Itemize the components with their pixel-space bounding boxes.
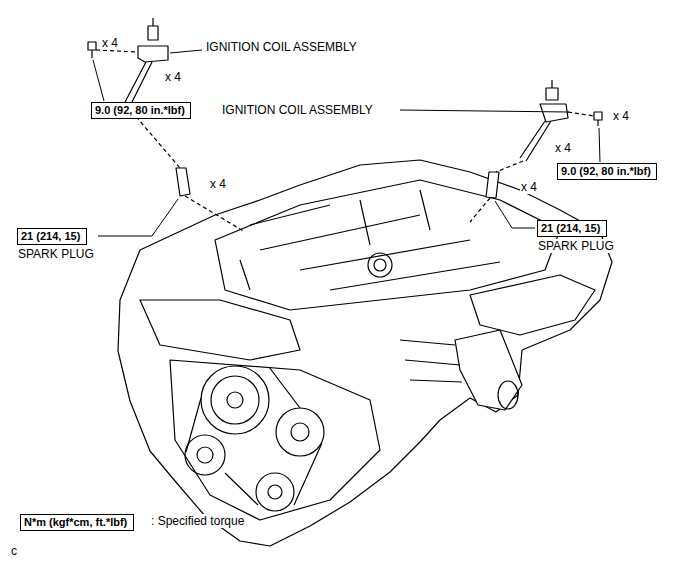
cam-cover-right xyxy=(470,275,595,335)
torque-box: 9.0 (92, 80 in.*lbf) xyxy=(91,102,191,119)
torque-box: 21 (214, 15) xyxy=(17,228,87,245)
torque-value: 21 (214, 15) xyxy=(21,230,83,243)
ignition-coil xyxy=(124,62,152,106)
spark-plug xyxy=(176,168,190,196)
exhaust-manifold xyxy=(400,340,462,382)
torque-value: 9.0 (92, 80 in.*lbf) xyxy=(561,165,653,178)
torque-value: 9.0 (92, 80 in.*lbf) xyxy=(95,104,187,117)
converter-end xyxy=(498,381,518,409)
pulley xyxy=(268,485,282,499)
part-name: IGNITION COIL ASSEMBLY xyxy=(205,40,358,54)
center-line xyxy=(96,50,245,232)
ignition-coil xyxy=(138,46,168,62)
spark-plug xyxy=(486,172,499,198)
leader-line xyxy=(93,50,600,236)
pulley xyxy=(276,408,324,456)
drive-belt xyxy=(186,367,322,505)
part-name: IGNITION COIL ASSEMBLY xyxy=(221,103,374,117)
torque-value: 21 (214, 15) xyxy=(541,222,603,235)
figure-code: c xyxy=(10,544,18,558)
torque-box: 9.0 (92, 80 in.*lbf) xyxy=(557,163,657,180)
intake-plenum xyxy=(215,180,560,310)
cam-cover-left xyxy=(140,300,300,360)
coil-connector xyxy=(148,18,158,40)
ignition-coil xyxy=(540,104,568,122)
engine-outline xyxy=(118,160,612,546)
oil-filler xyxy=(368,253,392,277)
part-name: SPARK PLUG xyxy=(537,239,615,253)
quantity: x 4 xyxy=(520,180,538,194)
quantity: x 4 xyxy=(612,109,630,123)
coil-connector xyxy=(546,80,558,100)
oil-filler xyxy=(374,259,386,271)
part-name: SPARK PLUG xyxy=(17,247,95,261)
engine-detail xyxy=(240,190,500,290)
torque-box: 21 (214, 15) xyxy=(537,220,607,237)
pulley xyxy=(201,366,269,434)
ignition-coil xyxy=(520,121,551,161)
coil-bolt xyxy=(594,112,602,126)
quantity: x 4 xyxy=(554,141,572,155)
pulley xyxy=(291,423,309,441)
quantity: x 4 xyxy=(209,177,227,191)
torque-value: N*m (kgf*cm, ft.*lbf) xyxy=(24,516,130,529)
legend-text: : Specified torque xyxy=(150,514,245,528)
quantity: x 4 xyxy=(101,36,119,50)
torque-legend-box: N*m (kgf*cm, ft.*lbf) xyxy=(20,514,134,531)
catalytic-converter xyxy=(455,330,522,410)
pulley xyxy=(185,435,225,475)
front-cover xyxy=(170,360,380,520)
pulley xyxy=(197,447,213,463)
pulley xyxy=(211,376,259,424)
pulley xyxy=(227,392,243,408)
quantity: x 4 xyxy=(164,70,182,84)
coil-bolt xyxy=(88,42,96,58)
pulley xyxy=(256,473,294,511)
